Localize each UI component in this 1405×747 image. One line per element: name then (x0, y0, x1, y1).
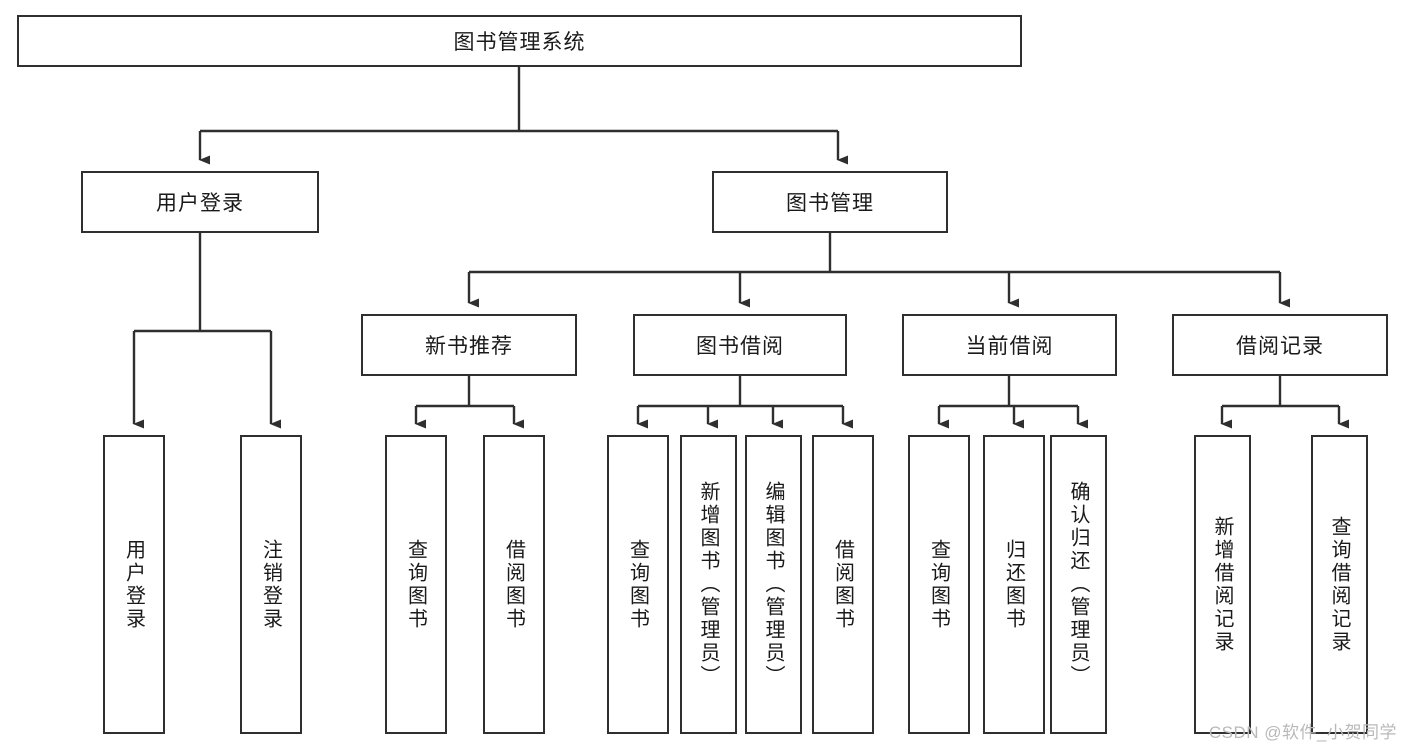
leaf-add-book-label: 新增图书（管理员） (697, 481, 719, 688)
leaf-add-record-label: 新增借阅记录 (1211, 515, 1233, 654)
leaf-confirm-return-label: 确认归还（管理员） (1067, 481, 1089, 688)
node-user-login-label: 用户登录 (156, 192, 244, 215)
node-current-borrow[interactable]: 当前借阅 (902, 314, 1117, 376)
leaf-add-record[interactable]: 新增借阅记录 (1194, 435, 1251, 734)
node-borrow-record[interactable]: 借阅记录 (1172, 314, 1388, 376)
leaf-borrow-book-2-label: 借阅图书 (831, 538, 854, 631)
leaf-query-book-3-label: 查询图书 (927, 538, 950, 631)
leaf-borrow-book-2[interactable]: 借阅图书 (812, 435, 874, 734)
leaf-query-record-label: 查询借阅记录 (1328, 515, 1350, 654)
leaf-return-book-label: 归还图书 (1002, 538, 1025, 631)
leaf-add-book[interactable]: 新增图书（管理员） (680, 435, 737, 734)
node-root-label: 图书管理系统 (453, 31, 586, 54)
leaf-confirm-return[interactable]: 确认归还（管理员） (1050, 435, 1107, 734)
leaf-logout-label: 注销登录 (259, 538, 282, 631)
watermark: CSDN @软件_小贺同学 (1208, 723, 1397, 742)
leaf-query-book-2[interactable]: 查询图书 (607, 435, 669, 734)
node-book-borrow[interactable]: 图书借阅 (633, 314, 847, 376)
leaf-user-login[interactable]: 用户登录 (103, 435, 165, 734)
leaf-query-book-1[interactable]: 查询图书 (385, 435, 447, 734)
leaf-logout[interactable]: 注销登录 (240, 435, 302, 734)
leaf-return-book[interactable]: 归还图书 (983, 435, 1045, 734)
node-book-manage[interactable]: 图书管理 (712, 171, 948, 233)
node-root[interactable]: 图书管理系统 (17, 15, 1022, 67)
leaf-borrow-book-1-label: 借阅图书 (502, 538, 525, 631)
leaf-query-record[interactable]: 查询借阅记录 (1311, 435, 1368, 734)
leaf-edit-book[interactable]: 编辑图书（管理员） (745, 435, 802, 734)
node-new-book-rec-label: 新书推荐 (425, 335, 513, 358)
node-new-book-rec[interactable]: 新书推荐 (361, 314, 577, 376)
node-book-borrow-label: 图书借阅 (696, 335, 784, 358)
node-current-borrow-label: 当前借阅 (965, 335, 1054, 358)
leaf-query-book-1-label: 查询图书 (404, 538, 427, 631)
node-user-login[interactable]: 用户登录 (81, 171, 319, 233)
leaf-user-login-label: 用户登录 (122, 538, 145, 631)
leaf-query-book-3[interactable]: 查询图书 (908, 435, 970, 734)
node-borrow-record-label: 借阅记录 (1236, 335, 1324, 358)
leaf-edit-book-label: 编辑图书（管理员） (762, 481, 784, 688)
leaf-borrow-book-1[interactable]: 借阅图书 (483, 435, 545, 734)
node-book-manage-label: 图书管理 (786, 192, 874, 215)
leaf-query-book-2-label: 查询图书 (626, 538, 649, 631)
